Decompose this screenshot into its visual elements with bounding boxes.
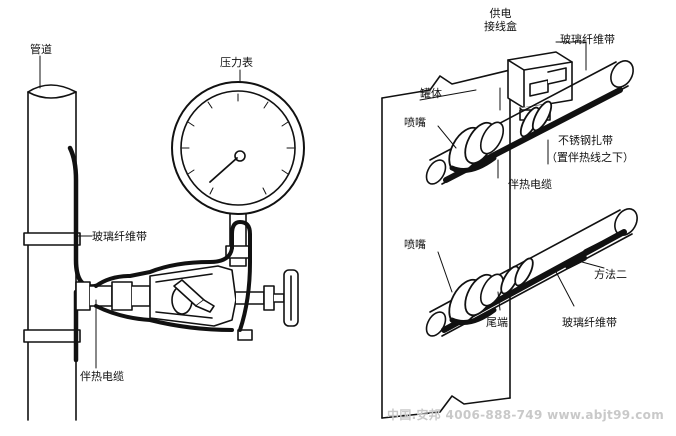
valve-lever: [173, 279, 215, 313]
fiberglass-tape-bottom-label: 玻璃纤维带: [562, 316, 617, 329]
tail-end-label: 尾端: [486, 316, 508, 329]
outlet-and-handwheel: [235, 269, 299, 327]
leader-lines: [39, 41, 605, 369]
junction-box-label: 供电 接线盒: [484, 7, 517, 33]
steel-tie-note: （置伴热线之下）: [546, 151, 634, 164]
pressure-gauge-label: 压力表: [220, 56, 253, 69]
valve-heat-cable: [94, 220, 252, 332]
top-steel-tie: [519, 100, 553, 138]
pipe-tape-bands: [23, 232, 81, 343]
nozzle-bottom-label: 喷嘴: [404, 238, 426, 251]
heat-cable-left-label: 伴热电缆: [80, 370, 124, 383]
fiberglass-tape-top-label: 玻璃纤维带: [560, 33, 615, 46]
pipe-label: 管道: [30, 43, 52, 56]
nozzle-top-label: 喷嘴: [404, 116, 426, 129]
steel-tie-label: 不锈钢扎带: [558, 134, 613, 147]
pressure-gauge: [171, 81, 305, 215]
method-two-label: 方法二: [594, 268, 627, 281]
bottom-nozzle-flange: [448, 273, 505, 326]
fiberglass-tape-left-label: 玻璃纤维带: [92, 230, 147, 243]
pipe-heat-cable: [67, 145, 99, 363]
top-nozzle-flange: [448, 121, 505, 174]
gauge-stem: [225, 199, 253, 341]
watermark: 中国.安邦 4006-888-749 www.abjt99.com: [387, 408, 664, 422]
branch-fitting: [75, 281, 151, 311]
bottom-tape-bands: [500, 257, 534, 295]
vertical-pipe: [27, 84, 77, 421]
tank-label: 罐体: [420, 87, 442, 100]
heat-cable-right-label: 伴热电缆: [508, 178, 552, 191]
tank-wall: [381, 69, 511, 419]
